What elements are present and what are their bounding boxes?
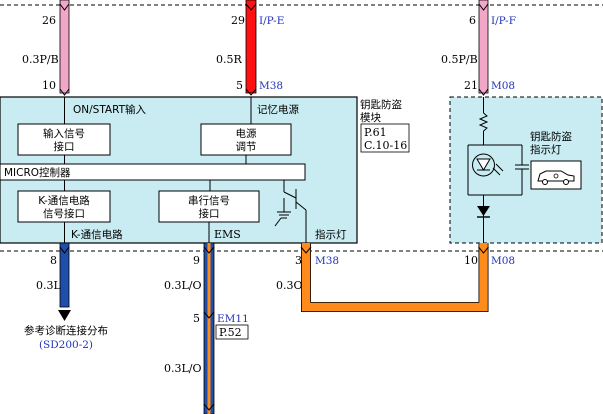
serial-box-line2: 接口	[199, 207, 220, 220]
car-key-icon	[530, 160, 582, 190]
w3-pin-bottom: 21	[464, 79, 478, 92]
module-title-line1: 钥匙防盗	[360, 98, 402, 111]
input-box-line2: 接口	[54, 140, 75, 153]
indicator-label-line1: 钥匙防盗	[530, 130, 572, 143]
w3-pin-top: 6	[469, 14, 476, 27]
transistor-symbol	[274, 180, 307, 243]
serial-signal-box	[158, 190, 260, 223]
module-title-line2: 模块	[360, 112, 381, 124]
w7-pin-top: 5	[193, 312, 200, 325]
serial-box-line1: 串行信号	[188, 194, 230, 207]
w3-conn-top[interactable]: I/P-F	[491, 15, 516, 27]
label-ems: EMS	[214, 228, 241, 241]
indicator-circuit	[467, 97, 529, 243]
label-memory: 记忆电源	[257, 103, 299, 116]
w7-ref-box[interactable]	[215, 324, 249, 340]
w4-pin: 8	[50, 254, 57, 267]
w6-dest-conn[interactable]: M08	[491, 255, 515, 267]
micro-controller-bar	[0, 163, 306, 181]
w4-gauge: 0.3L	[36, 279, 61, 292]
label-indicator: 指示灯	[315, 228, 347, 241]
w7-conn-top[interactable]: EM11	[217, 313, 249, 325]
w2-pin-top: 29	[231, 14, 245, 27]
w7-gauge: 0.3L/O	[164, 362, 202, 375]
module-ref-box[interactable]	[360, 123, 410, 153]
w3-conn-bottom[interactable]: M08	[491, 80, 515, 92]
power-box-line2: 调节	[236, 141, 257, 153]
k-box-line2: 信号接口	[43, 207, 85, 220]
module-ref-line1: P.61	[364, 126, 387, 139]
w6-dest-pin: 10	[464, 254, 478, 267]
wire-w1[interactable]	[59, 0, 70, 96]
micro-label: MICRO控制器	[4, 166, 71, 179]
label-on-start: ON/START输入	[73, 103, 147, 116]
w1-pin-top: 26	[42, 14, 56, 27]
wire-w6[interactable]	[300, 243, 489, 312]
w6-conn[interactable]: M38	[315, 255, 339, 267]
wire-w2[interactable]	[245, 0, 257, 96]
w2-conn-bottom[interactable]: M38	[259, 80, 283, 92]
k-comm-box	[17, 190, 111, 223]
power-box-line1: 电源	[236, 127, 257, 140]
wire-w5[interactable]	[203, 242, 215, 414]
reference-code[interactable]: (SD200-2)	[39, 339, 93, 351]
w3-gauge: 0.5P/B	[441, 53, 478, 66]
w6-gauge: 0.3O	[276, 279, 303, 292]
w7-ref: P.52	[219, 326, 242, 339]
wire-w3[interactable]	[478, 0, 489, 96]
input-signal-box	[17, 123, 111, 156]
w5-gauge: 0.3L/O	[164, 279, 202, 292]
w2-conn-top[interactable]: I/P-E	[259, 15, 284, 27]
indicator-label-line2: 指示灯	[530, 143, 562, 156]
w1-pin-bottom: 10	[42, 79, 56, 92]
w6-pin: 3	[295, 254, 302, 267]
w2-pin-bottom: 5	[236, 79, 243, 92]
label-k-comm: K-通信电路	[71, 228, 123, 241]
module-ref-line2: C.10-16	[364, 139, 407, 152]
w1-gauge: 0.3P/B	[22, 53, 59, 66]
wire-w4[interactable]	[58, 242, 71, 321]
reference-text: 参考诊断连接分布	[24, 324, 108, 337]
input-box-line1: 输入信号	[43, 127, 85, 140]
k-box-line1: K-通信电路	[38, 194, 90, 207]
diode-icon	[477, 206, 490, 216]
w2-gauge: 0.5R	[216, 53, 242, 66]
w5-pin: 9	[193, 254, 200, 267]
